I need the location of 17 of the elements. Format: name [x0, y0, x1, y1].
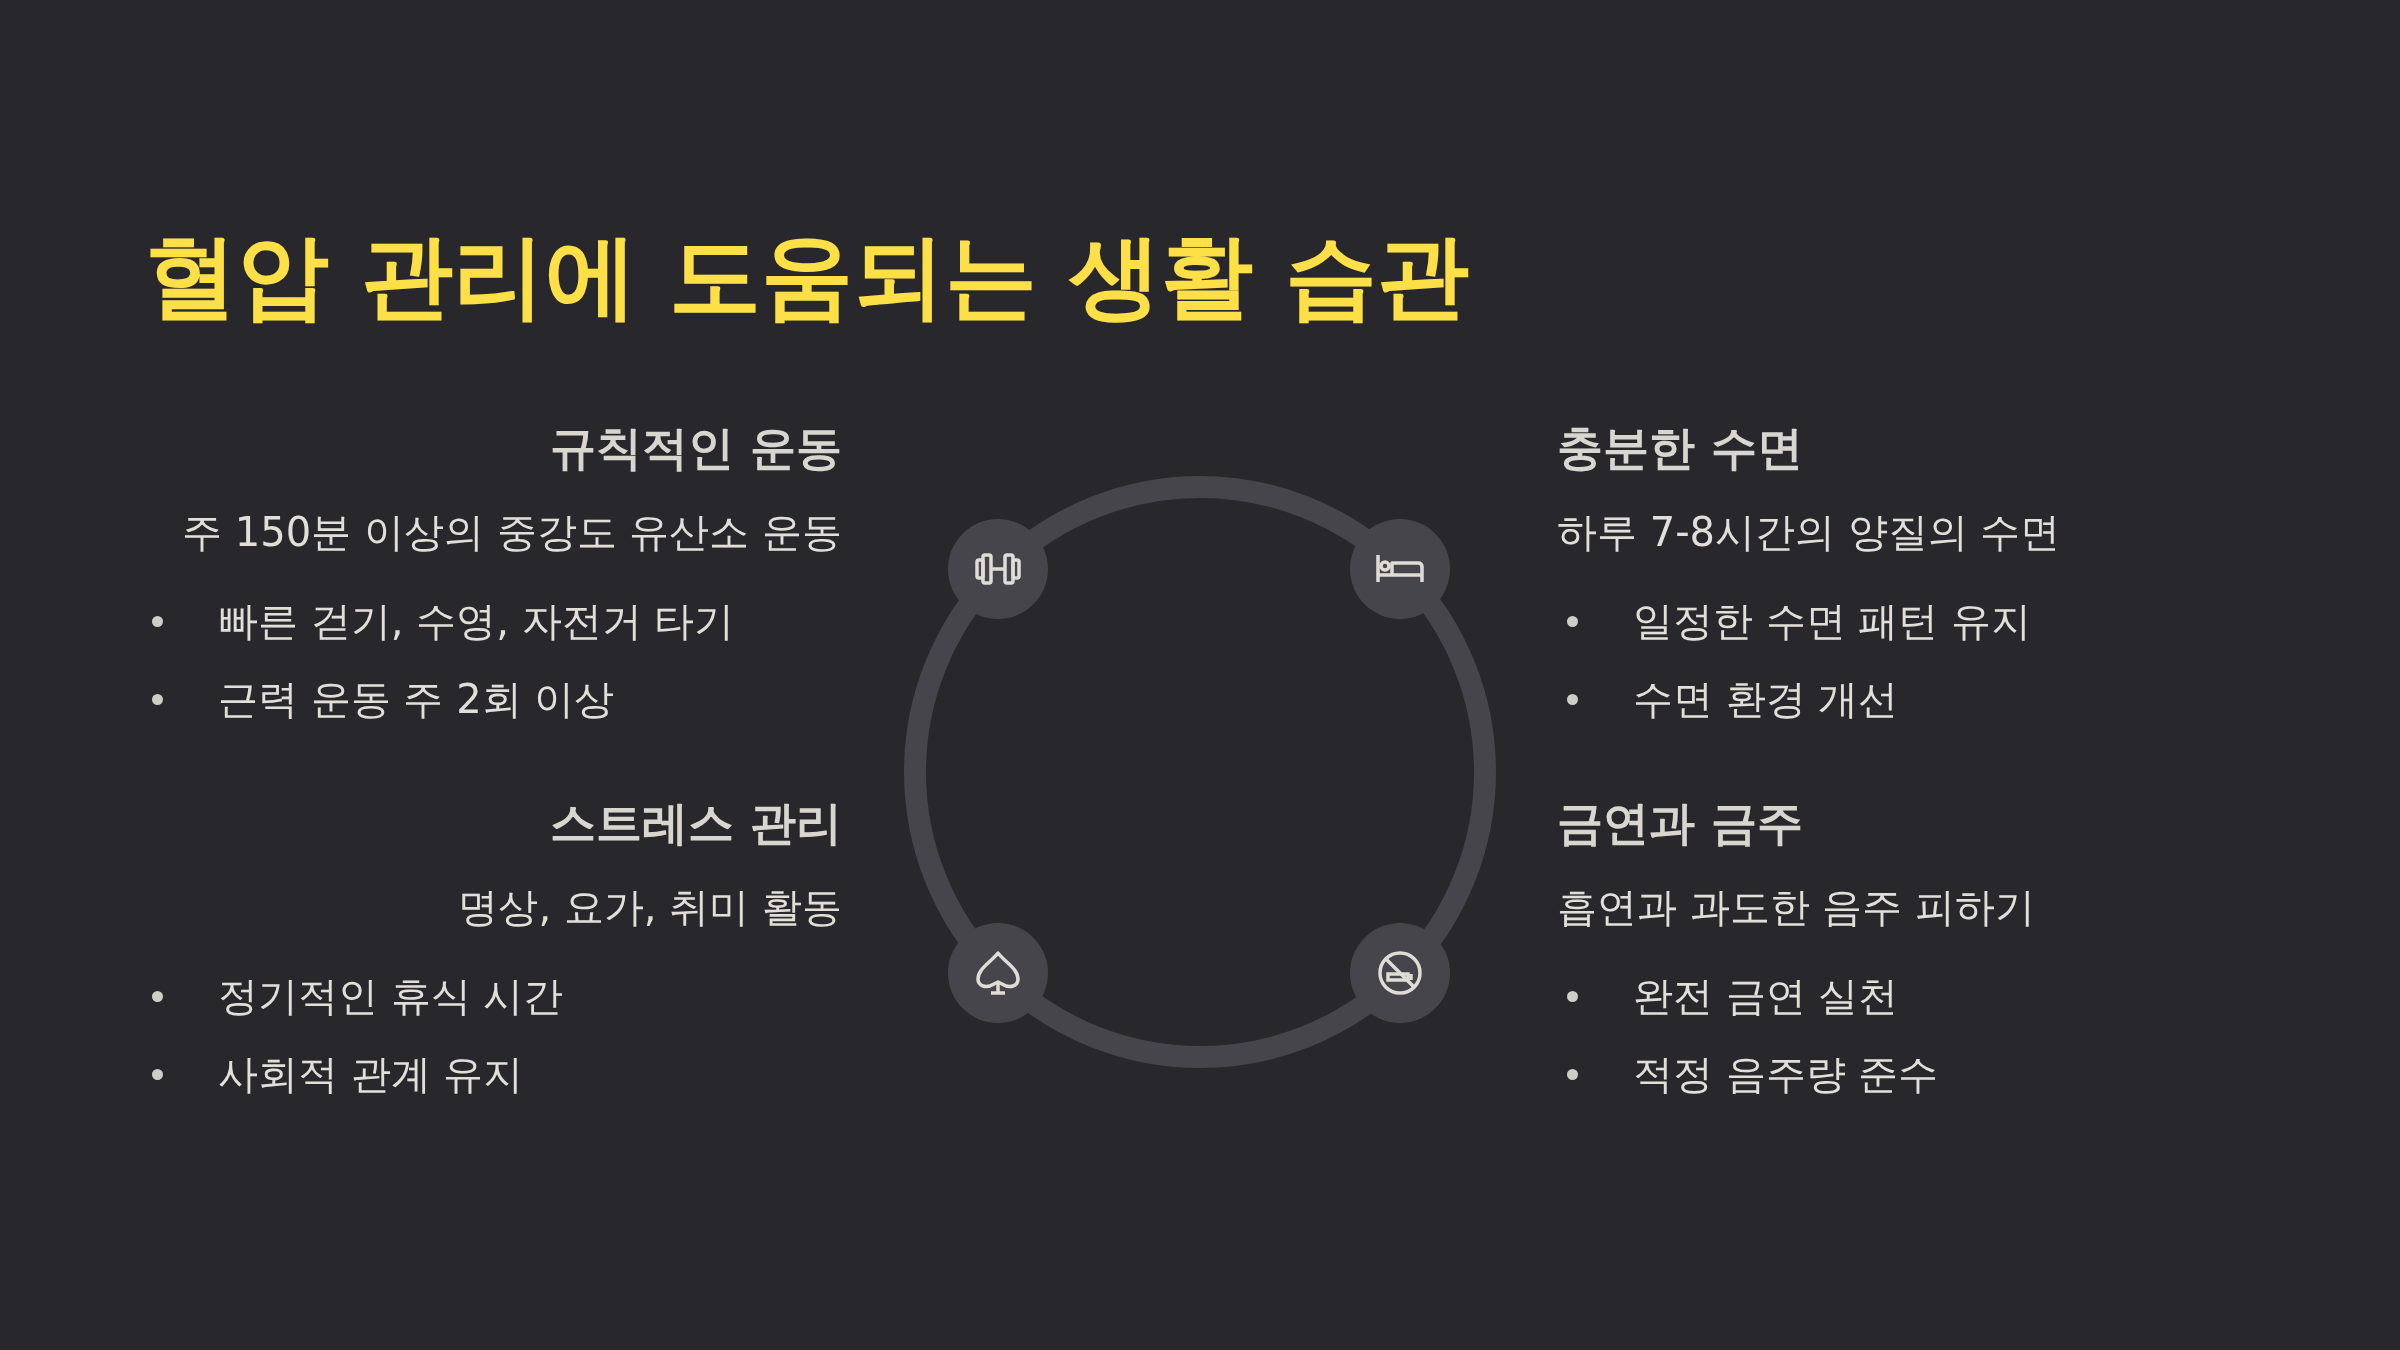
bullet-item: 빠른 걷기, 수영, 자전거 타기 [152, 597, 735, 645]
bullet-item: 완전 금연 실천 [1567, 972, 1899, 1020]
section-heading: 규칙적인 운동 [550, 421, 842, 477]
title: 혈압 관리에 도움되는 생활 습관 [145, 222, 1470, 332]
section-subtitle: 하루 7-8시간의 양질의 수면 [1557, 508, 2061, 556]
section-heading: 충분한 수면 [1557, 421, 1803, 477]
bullet-item: 일정한 수면 패턴 유지 [1567, 597, 2032, 645]
section-subtitle: 명상, 요가, 취미 활동 [458, 883, 842, 931]
bullet-item: 수면 환경 개선 [1567, 675, 1899, 723]
section-heading: 금연과 금주 [1557, 796, 1803, 852]
section-subtitle: 주 150분 이상의 중강도 유산소 운동 [182, 508, 842, 556]
bullet-item: 근력 운동 주 2회 이상 [152, 675, 615, 723]
section-subtitle: 흡연과 과도한 음주 피하기 [1557, 883, 2036, 931]
bullet-item: 적정 음주량 준수 [1567, 1050, 1939, 1098]
section-heading: 스트레스 관리 [550, 796, 842, 852]
bullet-item: 사회적 관계 유지 [152, 1050, 524, 1098]
bullet-item: 정기적인 휴식 시간 [152, 972, 564, 1020]
